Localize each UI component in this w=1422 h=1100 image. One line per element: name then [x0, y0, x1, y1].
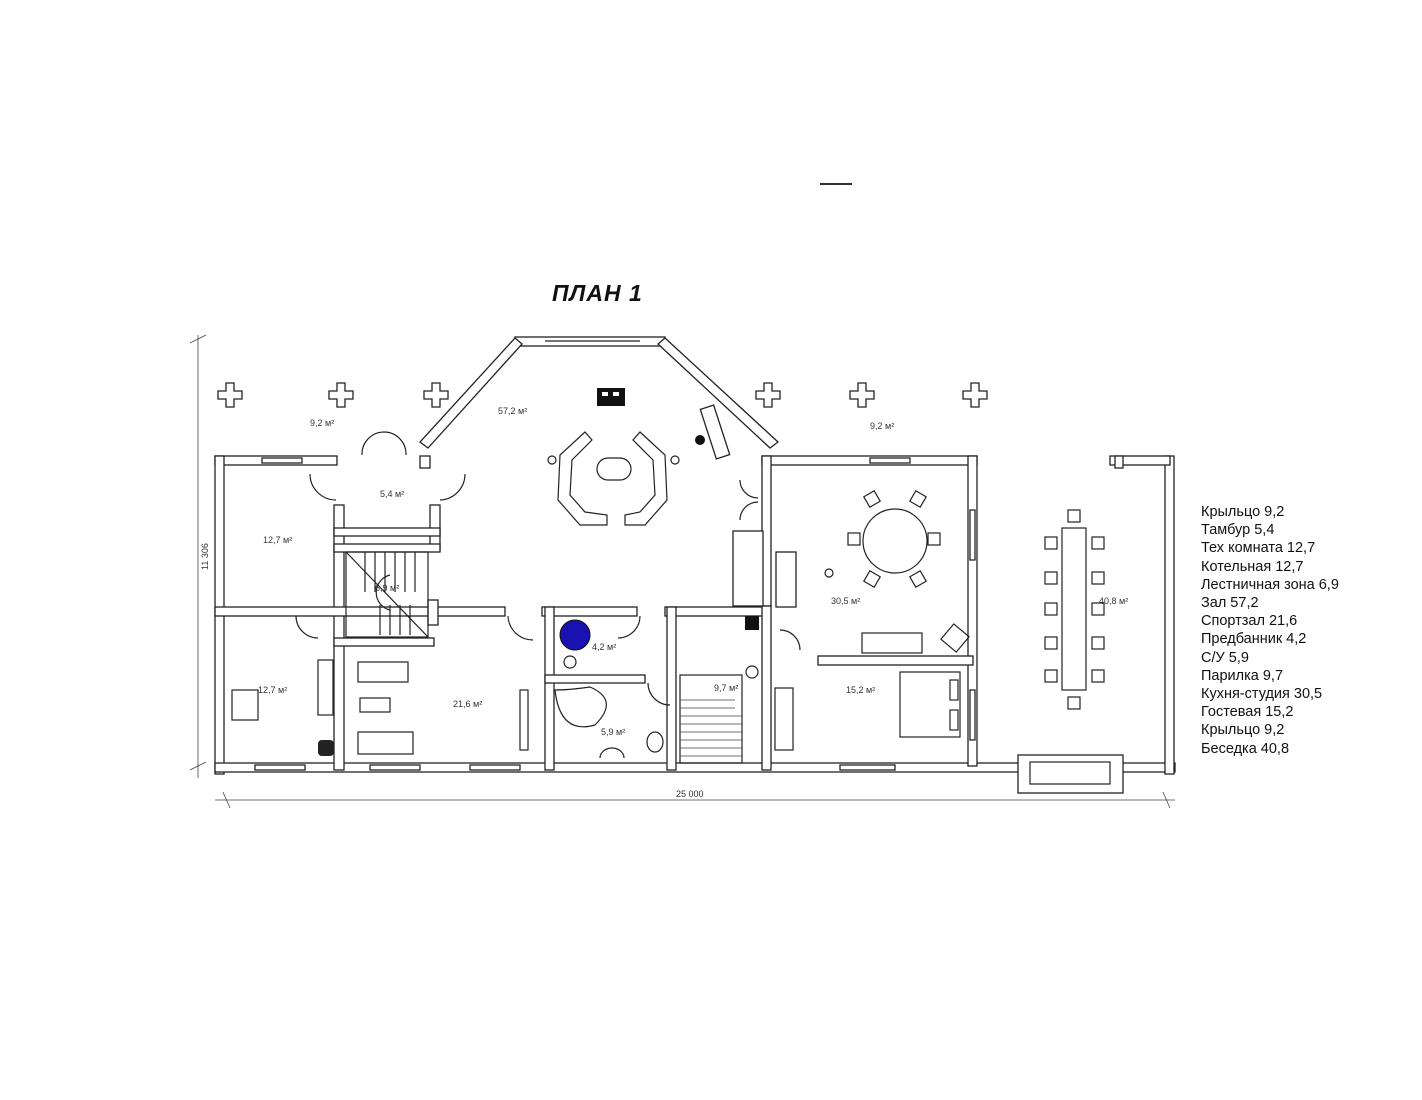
room-label-porch-right: 9,2 м²: [870, 421, 894, 431]
staircase: [345, 551, 429, 638]
room-label-gazebo: 40,8 м²: [1099, 596, 1128, 606]
legend-item: Крыльцо 9,2: [1201, 722, 1285, 739]
room-label-boiler: 12,7 м²: [258, 685, 287, 695]
room-label-sauna: 9,7 м²: [714, 683, 738, 693]
room-label-anteroom: 4,2 м²: [592, 642, 616, 652]
gazebo: [1017, 455, 1124, 794]
room-label-vestibule: 5,4 м²: [380, 489, 404, 499]
legend-item: Предбанник 4,2: [1201, 631, 1307, 648]
room-label-bathroom: 5,9 м²: [601, 727, 625, 737]
legend-item: Беседка 40,8: [1201, 740, 1290, 757]
legend-item: Крыльцо 9,2: [1201, 504, 1285, 520]
hall-bay-window: [419, 336, 780, 449]
legend-item: Тех комната 12,7: [1201, 540, 1316, 557]
room-label-kitchen: 30,5 м²: [831, 596, 860, 606]
height-dimension: 11 306: [200, 543, 210, 570]
legend-item: Лестничная зона 6,9: [1201, 576, 1339, 593]
width-dimension: 25 000: [676, 789, 704, 799]
hall-furniture: [547, 388, 797, 608]
room-label-stairs: 6,9 м²: [375, 583, 399, 593]
plan-title: ПЛАН 1: [552, 280, 643, 306]
legend-item: Тамбур 5,4: [1201, 522, 1275, 539]
windows: [254, 457, 976, 771]
room-label-guest: 15,2 м²: [846, 685, 875, 695]
room-label-porch-left: 9,2 м²: [310, 418, 334, 428]
legend-item: Кухня-студия 30,5: [1201, 686, 1323, 703]
legend-item: Гостевая 15,2: [1201, 704, 1294, 721]
legend-item: Спортзал 21,6: [1201, 613, 1298, 630]
room-label-hall: 57,2 м²: [498, 406, 527, 416]
doors: [295, 431, 801, 706]
legend-item: С/У 5,9: [1201, 649, 1249, 666]
dimension-lines: [189, 334, 1175, 809]
room-legend: Крыльцо 9,2 Тамбур 5,4 Тех комната 12,7 …: [1201, 503, 1339, 758]
legend-item: Котельная 12,7: [1201, 558, 1304, 575]
guest-bed: [774, 671, 961, 751]
legend-item: Зал 57,2: [1201, 595, 1259, 612]
kitchen-furniture: [824, 489, 970, 654]
walls: [214, 455, 1176, 775]
sauna-equipment: [519, 616, 759, 764]
room-label-gym: 21,6 м²: [453, 699, 482, 709]
gym-equipment: [231, 659, 414, 756]
legend-item: Парилка 9,7: [1201, 667, 1284, 684]
porch-posts: [217, 382, 988, 408]
room-label-tech-room: 12,7 м²: [263, 535, 292, 545]
